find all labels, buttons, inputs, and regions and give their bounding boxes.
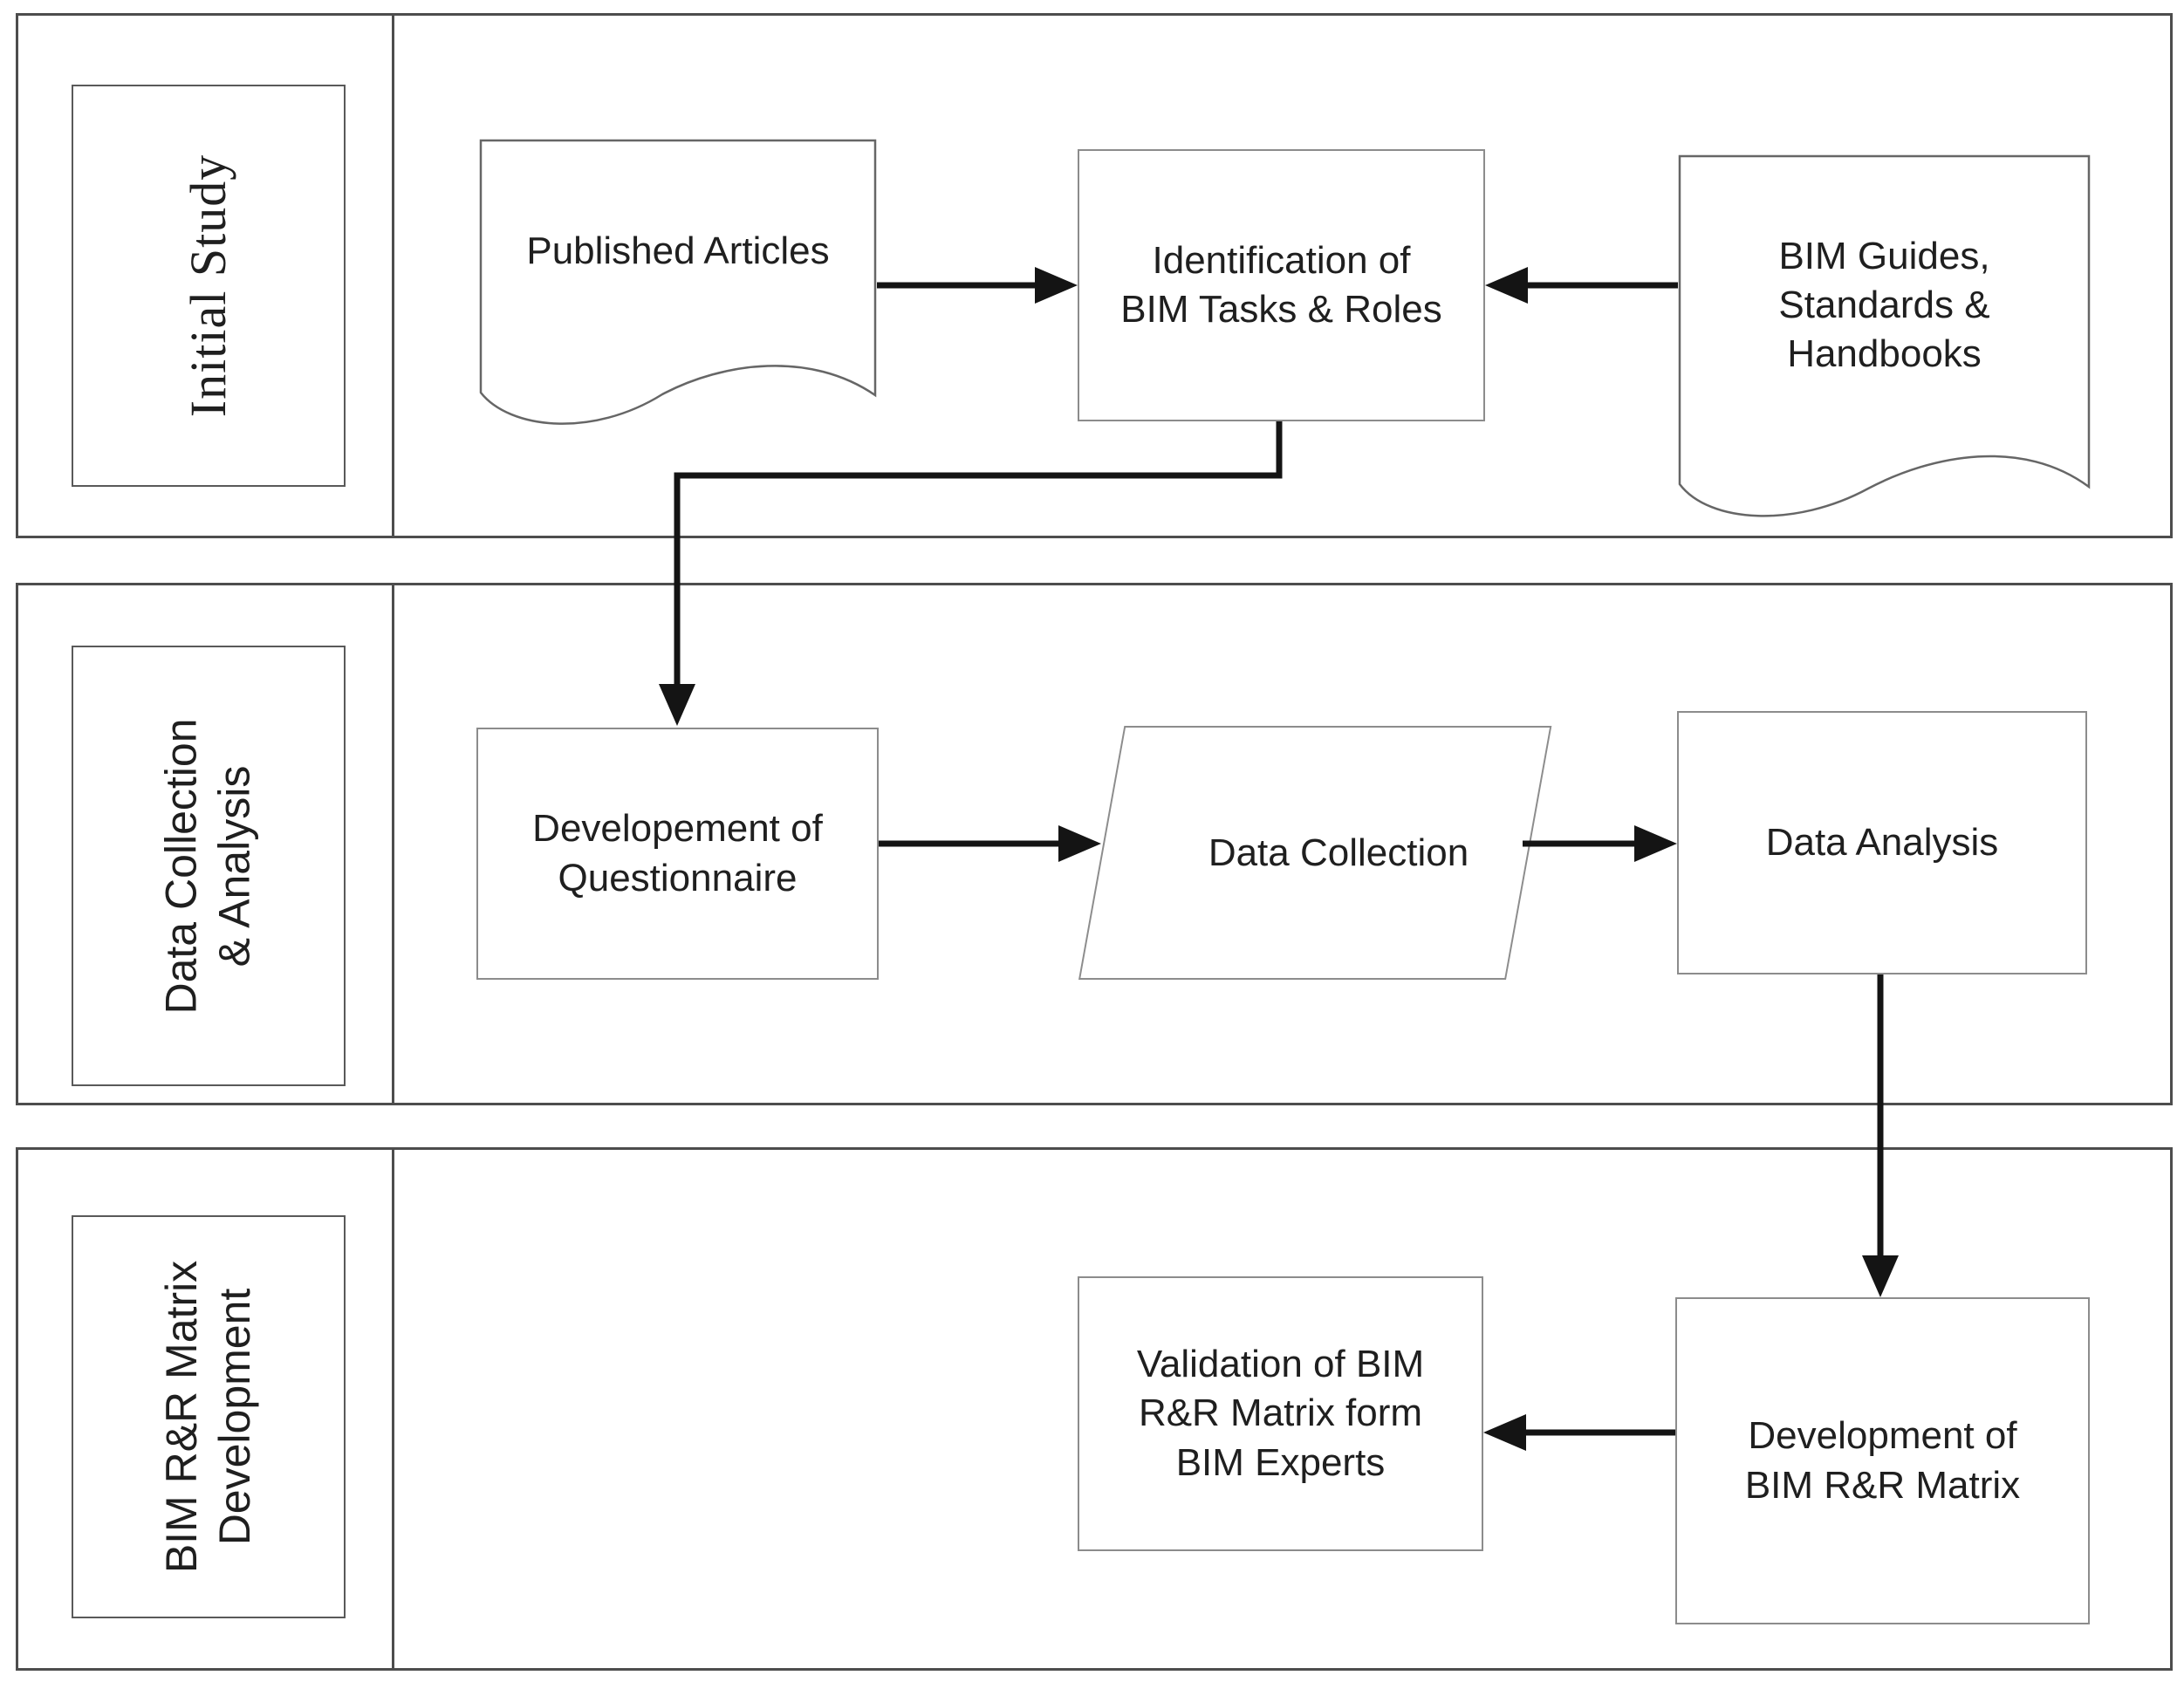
node-label-line: Developement of	[532, 807, 823, 851]
node-label-line: R&R Matrix form	[1138, 1392, 1423, 1435]
node-label: Published Articles	[479, 139, 877, 364]
lane-label-box-data-collection: Data Collection & Analysis	[72, 646, 346, 1086]
node-label-line: Handbooks	[1787, 332, 1982, 376]
arrowhead-right-icon	[1035, 267, 1078, 304]
node-label-line: BIM Experts	[1175, 1440, 1386, 1484]
node-label-line: Data Analysis	[1765, 820, 1999, 864]
node-development-matrix: Development of BIM R&R Matrix	[1675, 1297, 2090, 1624]
arrow-analysis-to-development-matrix	[1862, 974, 1899, 1297]
node-label-line: Data Collection	[1208, 831, 1469, 874]
node-development-questionnaire: Developement of Questionnaire	[476, 728, 879, 980]
arrowhead-left-icon	[1483, 1414, 1526, 1451]
node-data-analysis: Data Analysis	[1677, 711, 2087, 974]
arrow-published-to-identification	[877, 267, 1078, 304]
arrow-data-collection-to-analysis	[1523, 825, 1677, 862]
lane-label-box-initial-study: Initial Study	[72, 85, 346, 487]
node-identification: Identification of BIM Tasks & Roles	[1078, 149, 1485, 421]
node-label-line: Standards &	[1778, 283, 1990, 326]
arrowhead-right-icon	[1634, 825, 1677, 862]
arrowhead-right-icon	[1058, 825, 1101, 862]
node-label-line: Identification of	[1152, 238, 1411, 282]
node-label-line: Validation of BIM	[1136, 1343, 1425, 1386]
node-label-line: Development of	[1748, 1414, 2017, 1458]
node-label-line: Questionnaire	[558, 856, 798, 899]
arrow-bim-guides-to-identification	[1485, 267, 1678, 304]
arrowhead-down-icon	[659, 684, 695, 726]
arrow-identification-to-questionnaire	[659, 421, 1279, 726]
node-label-line: BIM Tasks & Roles	[1120, 288, 1442, 331]
arrowhead-left-icon	[1485, 267, 1528, 304]
node-label: BIM Guides, Standards & Handbooks	[1678, 161, 2091, 449]
node-label-line: BIM R&R Matrix	[1744, 1463, 2021, 1507]
arrowhead-down-icon	[1862, 1255, 1899, 1297]
lane-label-box-bim-rr: BIM R&R Matrix Development	[72, 1215, 346, 1618]
node-data-collection: Data Collection	[1124, 726, 1553, 980]
node-validation: Validation of BIM R&R Matrix form BIM Ex…	[1078, 1276, 1483, 1551]
node-label-line: BIM Guides,	[1778, 234, 1990, 277]
arrow-questionnaire-to-data-collection	[879, 825, 1101, 862]
arrow-development-matrix-to-validation	[1483, 1414, 1675, 1451]
node-label-line: Published Articles	[526, 229, 830, 272]
